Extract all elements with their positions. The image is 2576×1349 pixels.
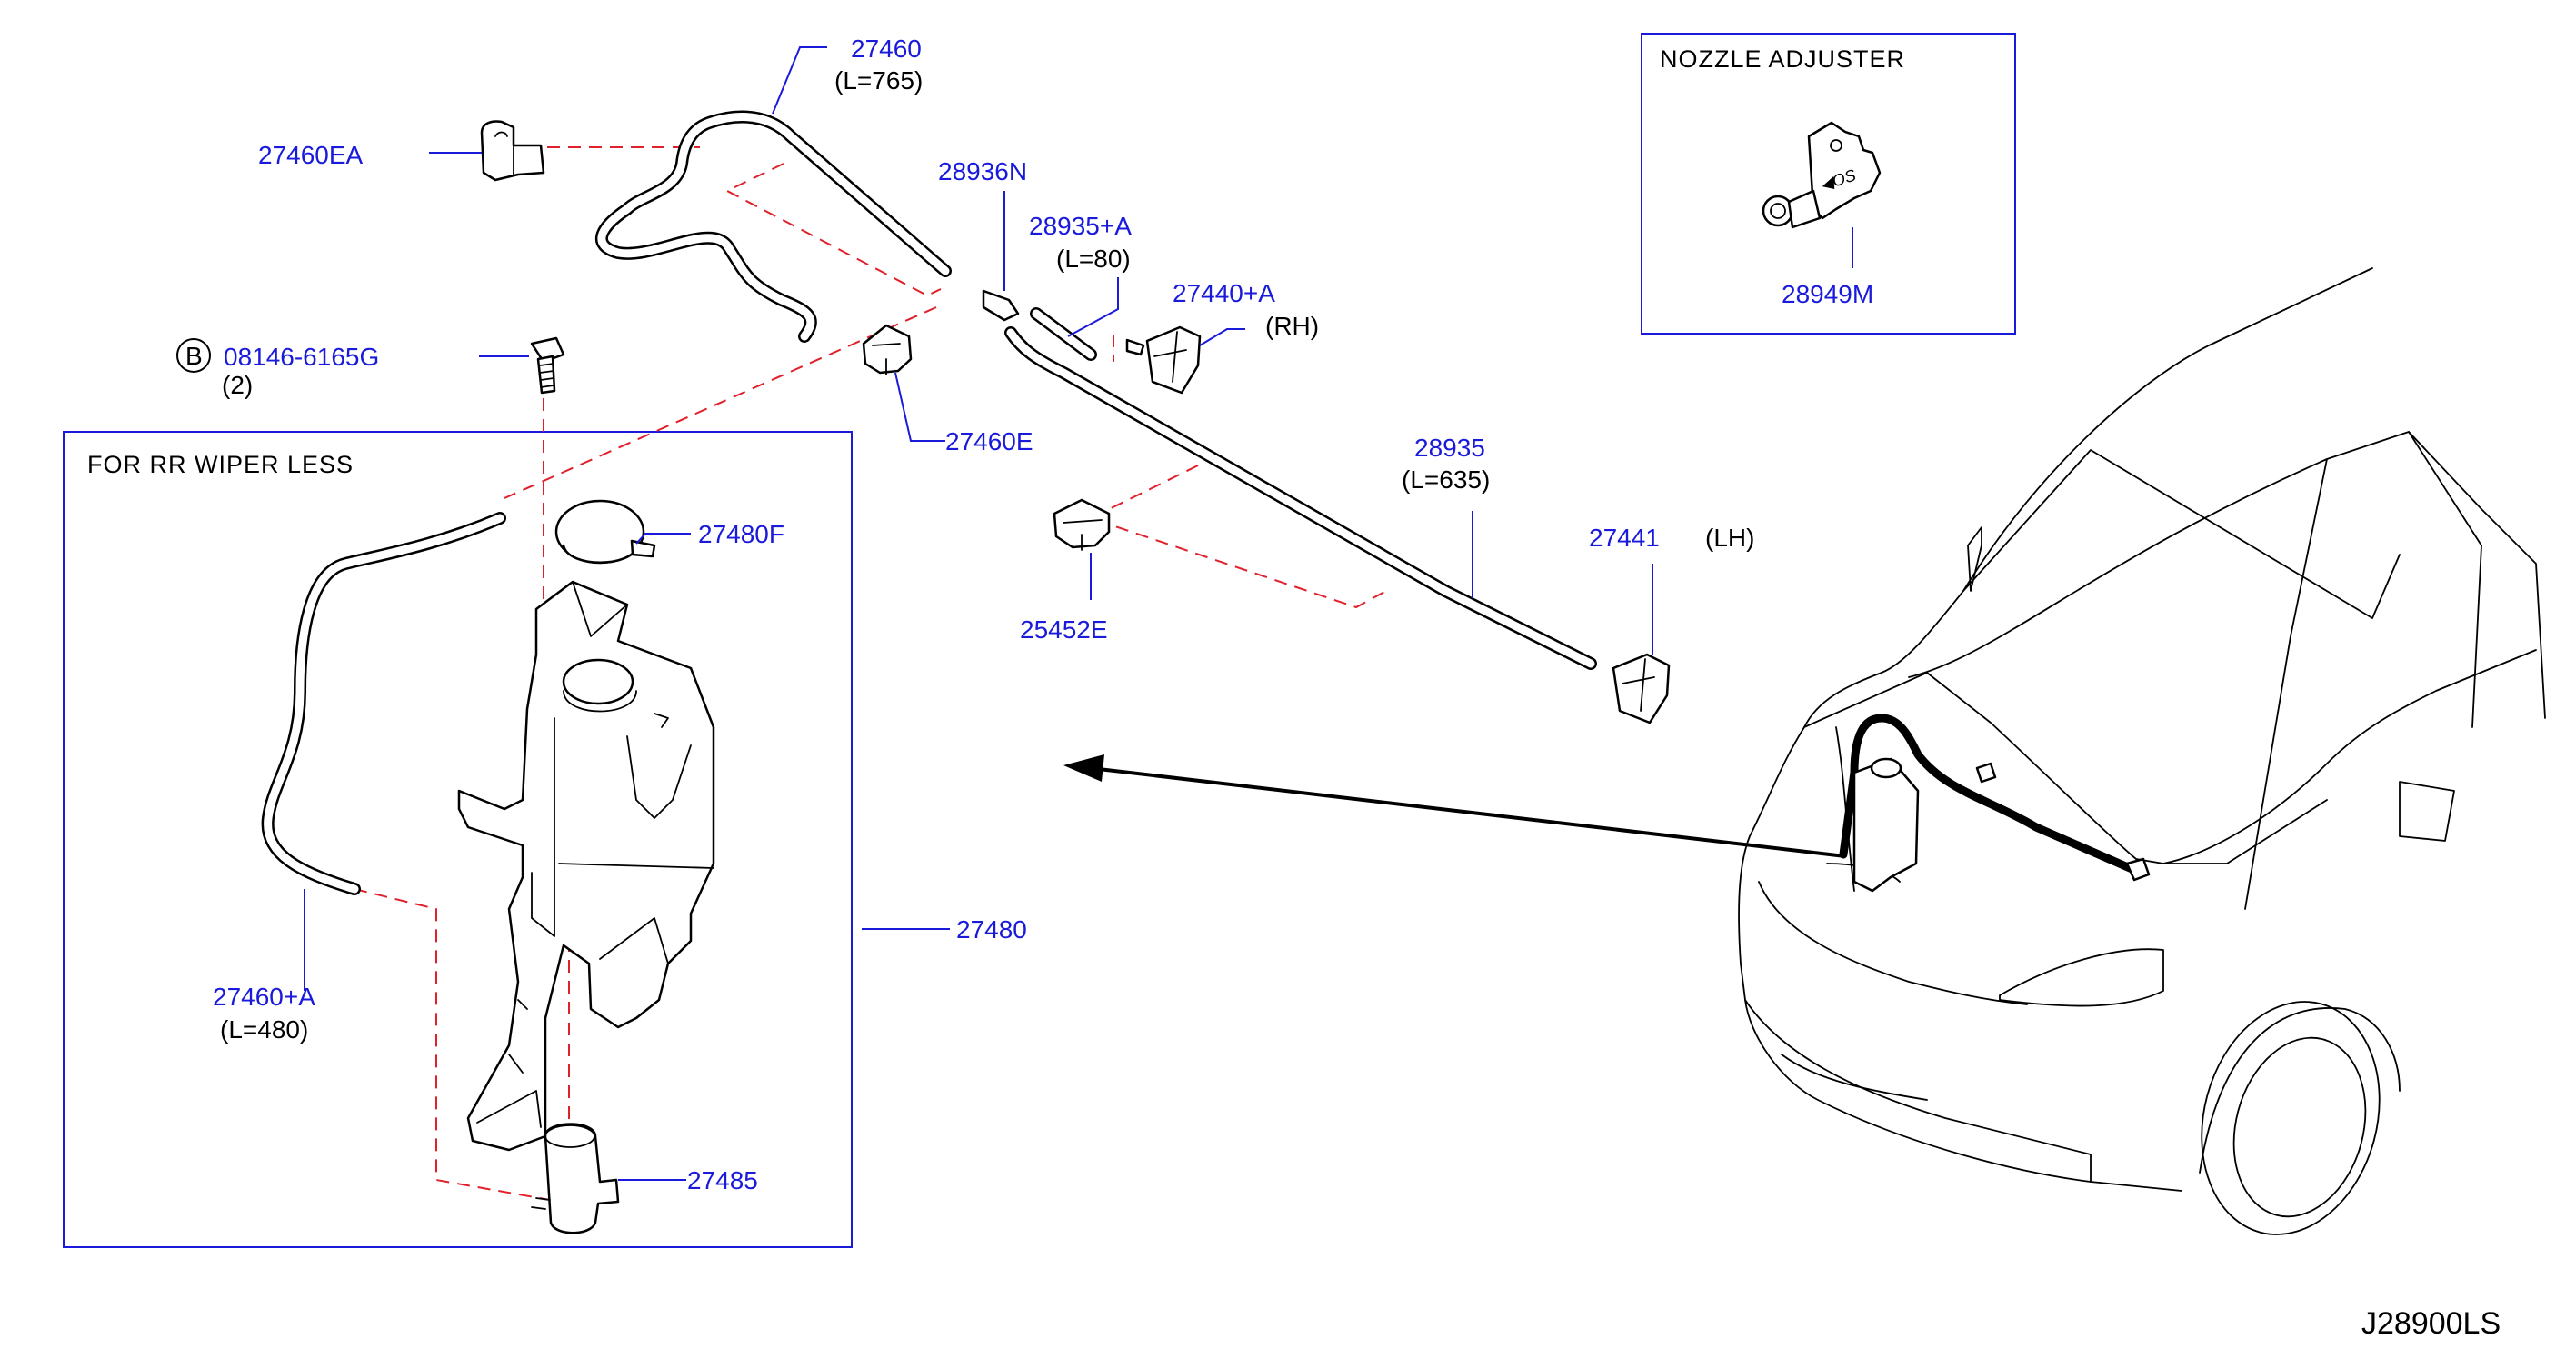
part-number-27485: 27485	[687, 1166, 758, 1194]
leader-lines	[304, 46, 1853, 1181]
diagram-code: J28900LS	[2361, 1306, 2501, 1341]
hose-27460-a	[261, 512, 506, 895]
part-number-28935: 28935	[1414, 434, 1485, 462]
hose-28935	[1004, 326, 1597, 670]
part-number-27480: 27480	[956, 915, 1027, 944]
part-note-27460-a: (L=480)	[220, 1015, 308, 1044]
part-note-27441: (LH)	[1705, 524, 1754, 552]
part-number-28949m: 28949M	[1782, 280, 1873, 308]
clip-27460e	[862, 324, 913, 375]
hose-28935-a	[1030, 307, 1097, 361]
part-note-08146-6165g: (2)	[222, 371, 253, 399]
part-number-27460: 27460	[851, 35, 922, 63]
part-number-27460ea: 27460EA	[258, 141, 364, 169]
nozzle-27441	[1612, 653, 1671, 724]
tank-27480	[457, 580, 715, 1152]
clip-25452e	[1053, 498, 1111, 551]
b-badge	[176, 338, 211, 373]
part-number-27441: 27441	[1589, 524, 1660, 552]
part-note-28935: (L=635)	[1402, 465, 1490, 494]
part-number-25452e: 25452E	[1020, 615, 1108, 644]
part-note-28935-a: (L=80)	[1056, 245, 1131, 273]
cap-27480f	[554, 499, 656, 565]
dashed-connectors	[354, 146, 1387, 1201]
nozzle-adjuster-box	[1641, 33, 2016, 335]
part-note-27460: (L=765)	[834, 66, 923, 95]
part-number-28936n: 28936N	[938, 157, 1027, 185]
part-number-27440-a: 27440+A	[1173, 279, 1275, 307]
nozzle-adjuster-28949m: ◀OS	[1762, 121, 1882, 229]
part-number-28935-a: 28935+A	[1029, 212, 1132, 240]
part-number-27480f: 27480F	[698, 520, 784, 548]
rr-wiper-less-box	[63, 431, 853, 1248]
part-number-27460e: 27460E	[945, 427, 1033, 455]
part-number-08146-6165g: 08146-6165G	[224, 343, 379, 371]
part-note-27440-a: (RH)	[1265, 312, 1319, 340]
clip-27460ea	[480, 120, 545, 182]
bolt-label-group: B 08146-6165G (2)	[176, 338, 379, 399]
connector-28936n	[982, 289, 1020, 322]
pump-27485	[531, 1123, 620, 1234]
b-badge-letter: B	[185, 342, 203, 370]
car-washer-assembly	[1839, 714, 2151, 893]
rr-wiper-less-caption: FOR RR WIPER LESS	[87, 451, 354, 478]
car-illustration	[1738, 267, 2546, 1235]
nozzle-27440-a	[1125, 325, 1202, 395]
nozzle-adjuster-caption: NOZZLE ADJUSTER	[1660, 45, 1905, 73]
part-number-27460-a: 27460+A	[213, 983, 315, 1011]
hose-27460	[594, 110, 952, 343]
bolt-08146-6165g	[530, 336, 565, 395]
location-arrow	[1063, 754, 1846, 858]
